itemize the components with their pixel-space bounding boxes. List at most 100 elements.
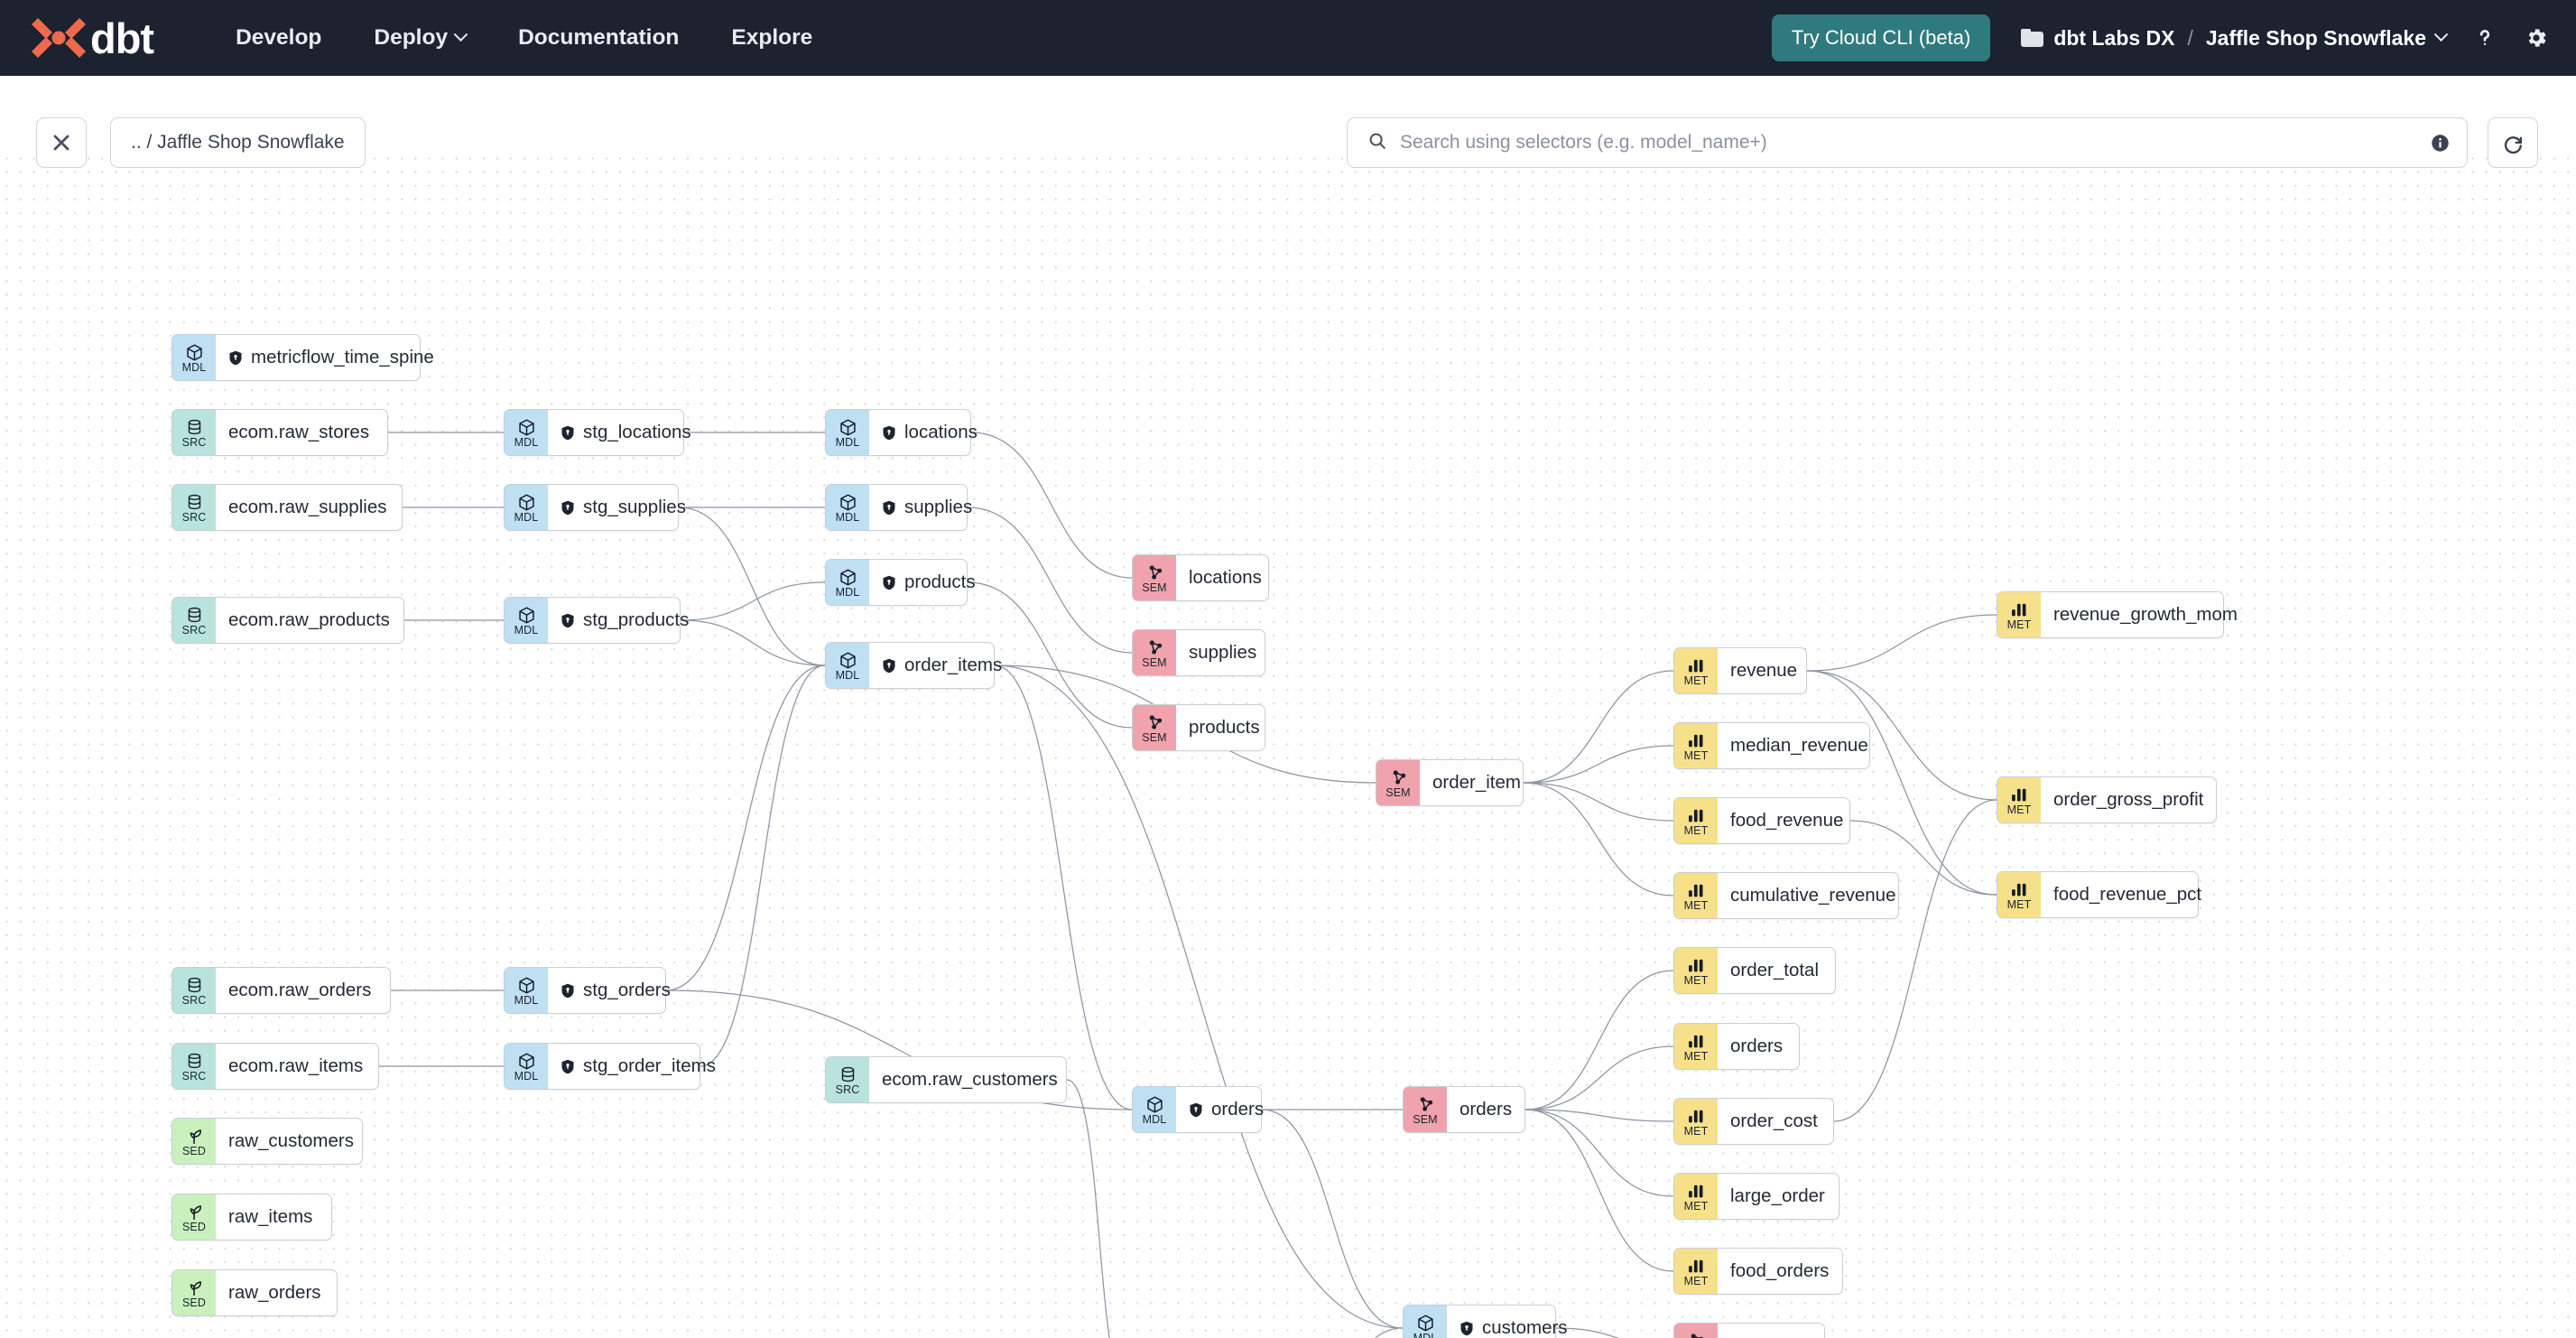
lineage-node-customers[interactable]: MDLcustomers — [1403, 1305, 1568, 1338]
node-label: raw_orders — [228, 1282, 321, 1303]
node-label: order_gross_profit — [2053, 789, 2204, 810]
nav-item-documentation[interactable]: Documentation — [492, 25, 705, 51]
database-icon — [186, 976, 203, 994]
nav-item-explore[interactable]: Explore — [705, 25, 839, 51]
dbt-logo[interactable]: dbt — [31, 14, 154, 61]
breadcrumb-chip[interactable]: .. / Jaffle Shop Snowflake — [110, 117, 366, 168]
node-label: large_order — [1730, 1185, 1825, 1206]
node-type-label: SRC — [181, 1070, 207, 1083]
node-type-badge-src: SRC — [826, 1057, 869, 1102]
node-body: supplies — [869, 485, 987, 530]
node-type-badge-src: SRC — [172, 485, 216, 530]
try-cloud-cli-button[interactable]: Try Cloud CLI (beta) — [1771, 14, 1991, 61]
node-type-label: SEM — [1413, 1113, 1438, 1127]
node-label: stg_supplies — [583, 497, 686, 517]
node-label: stg_orders — [583, 980, 671, 1000]
node-label: stg_order_items — [583, 1055, 716, 1076]
chevron-down-icon — [453, 26, 468, 42]
node-type-badge-met: MET — [1674, 648, 1718, 693]
node-type-label: MDL — [514, 1070, 539, 1083]
node-body: raw_items — [216, 1194, 331, 1240]
node-body: products — [869, 560, 991, 605]
bar-chart-icon — [1687, 1107, 1706, 1125]
node-label: locations — [904, 422, 978, 442]
help-icon[interactable] — [2473, 26, 2497, 50]
node-label: order_items — [904, 655, 1003, 675]
lineage-node-sem_customers[interactable]: SEMcustomers — [1673, 1323, 1825, 1338]
project-selector[interactable]: Jaffle Shop Snowflake — [2205, 25, 2426, 50]
lineage-edge — [1806, 614, 1997, 672]
node-body: locations — [1176, 555, 1277, 600]
search-input[interactable] — [1400, 132, 2430, 153]
cube-icon — [517, 418, 536, 436]
info-icon[interactable] — [2430, 133, 2451, 153]
node-label: orders — [1459, 1099, 1513, 1120]
lineage-node-met_large_order[interactable]: MET large_order — [1673, 1173, 1839, 1220]
node-body: revenue_growth_mom — [2041, 592, 2253, 637]
nav-item-deploy[interactable]: Deploy — [347, 25, 492, 51]
selector-search-bar[interactable] — [1347, 117, 2468, 168]
nav-item-develop[interactable]: Develop — [209, 25, 347, 51]
node-type-label: MDL — [181, 361, 207, 375]
close-lineage-button[interactable] — [36, 117, 87, 168]
lineage-node-sem_orders[interactable]: SEM orders — [1403, 1086, 1525, 1133]
gear-icon[interactable] — [2524, 25, 2549, 51]
node-type-label: MDL — [1142, 1113, 1167, 1127]
refresh-button[interactable] — [2488, 117, 2538, 168]
node-label: locations — [1189, 567, 1262, 588]
node-body: large_order — [1718, 1174, 1840, 1219]
node-type-label: MDL — [835, 511, 860, 525]
lineage-edge — [1066, 1079, 1110, 1338]
lineage-node-stg_order_items[interactable]: MDL stg_order_items — [504, 1043, 716, 1090]
node-body: ecom.raw_orders — [216, 968, 390, 1013]
node-type-label: MET — [1683, 1275, 1709, 1288]
node-type-badge-met: MET — [1674, 1024, 1718, 1069]
node-body: stg_supplies — [548, 485, 701, 530]
node-label: raw_customers — [228, 1130, 354, 1151]
node-type-badge-mdl: MDL — [505, 1044, 548, 1089]
node-type-label: MET — [1683, 674, 1709, 688]
bar-chart-icon — [2010, 785, 2029, 804]
node-type-badge-met: MET — [1674, 948, 1718, 993]
chevron-down-icon[interactable] — [2433, 26, 2449, 42]
search-icon — [1367, 131, 1387, 155]
account-name[interactable]: dbt Labs DX — [2053, 25, 2175, 50]
node-type-label: MET — [1683, 1200, 1709, 1213]
node-body: ecom.raw_supplies — [216, 485, 402, 530]
